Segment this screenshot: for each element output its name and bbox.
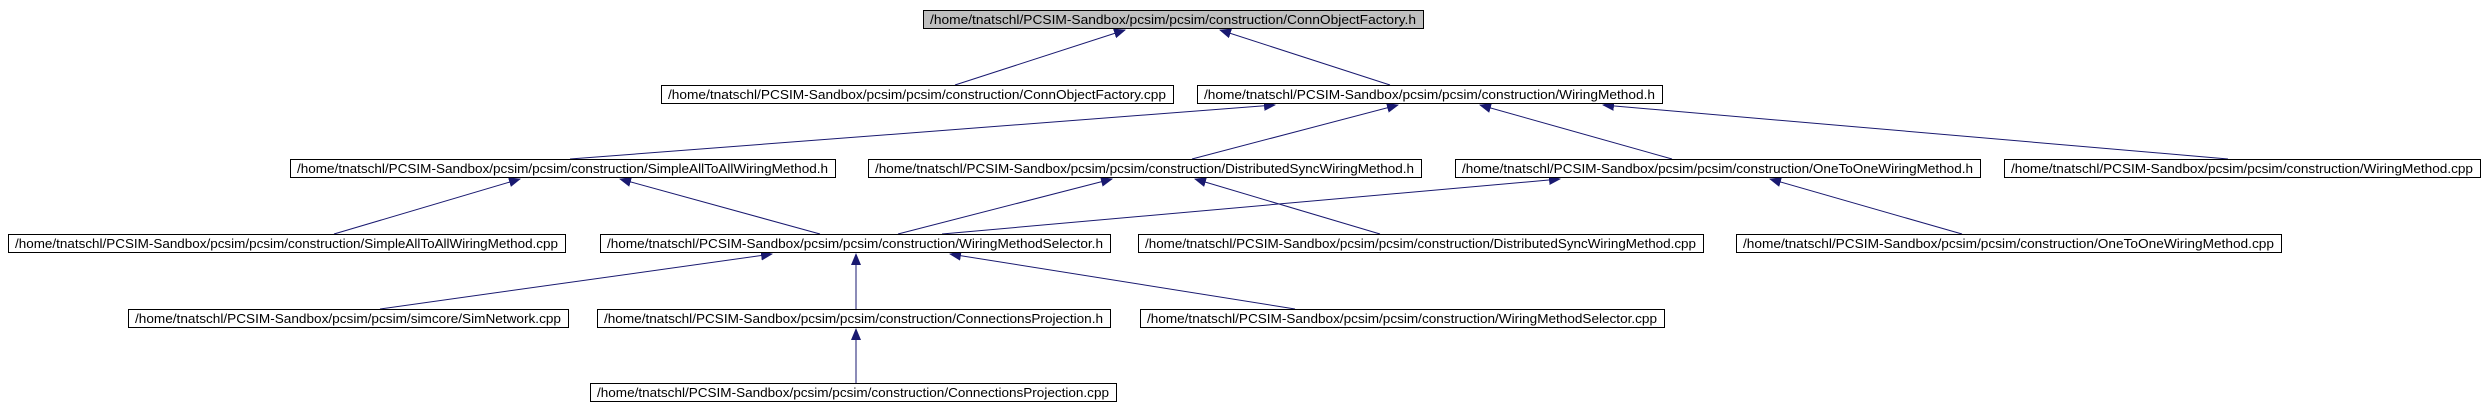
node-conn_object_factory_h: /home/tnatschl/PCSIM-Sandbox/pcsim/pcsim… [923,10,1424,29]
node-wiring_method_selector_h[interactable]: /home/tnatschl/PCSIM-Sandbox/pcsim/pcsim… [600,234,1111,253]
node-label: /home/tnatschl/PCSIM-Sandbox/pcsim/pcsim… [2011,161,2473,176]
node-box [1736,234,2282,253]
edge-wiring_method_selector_h-to-distributed_sync_h [897,176,1113,235]
edge-simple_all_to_all_cpp-to-simple_all_to_all_h [333,177,521,235]
edge-distributed_sync_h-to-wiring_method_h [1191,102,1399,160]
edge-one_to_one_h-to-wiring_method_h [1479,103,1673,160]
node-label: /home/tnatschl/PCSIM-Sandbox/pcsim/pcsim… [597,385,1109,400]
node-box [1138,234,1704,253]
node-label: /home/tnatschl/PCSIM-Sandbox/pcsim/pcsim… [1147,311,1657,326]
node-conn_object_factory_cpp[interactable]: /home/tnatschl/PCSIM-Sandbox/pcsim/pcsim… [661,85,1174,104]
node-box [661,85,1174,104]
edge-sim_network_cpp-to-wiring_method_selector_h [379,250,773,310]
node-label: /home/tnatschl/PCSIM-Sandbox/pcsim/pcsim… [1743,236,2274,251]
edge-wiring_method_selector_h-to-simple_all_to_all_h [619,177,821,235]
edge-simple_all_to_all_h-to-wiring_method_h [569,100,1276,160]
node-box [2004,159,2481,178]
node-box [600,234,1111,253]
node-box [1140,309,1665,328]
node-label: /home/tnatschl/PCSIM-Sandbox/pcsim/pcsim… [1145,236,1696,251]
edge-wiring_method_cpp-to-wiring_method_h [1602,100,2229,160]
node-box [290,159,836,178]
node-box [868,159,1422,178]
node-connections_projection_cpp[interactable]: /home/tnatschl/PCSIM-Sandbox/pcsim/pcsim… [590,383,1117,402]
node-distributed_sync_cpp[interactable]: /home/tnatschl/PCSIM-Sandbox/pcsim/pcsim… [1138,234,1704,253]
node-distributed_sync_h[interactable]: /home/tnatschl/PCSIM-Sandbox/pcsim/pcsim… [868,159,1422,178]
node-wiring_method_cpp[interactable]: /home/tnatschl/PCSIM-Sandbox/pcsim/pcsim… [2004,159,2481,178]
edges-layer [333,28,2229,383]
node-box [923,10,1424,29]
edge-one_to_one_cpp-to-one_to_one_h [1769,177,1963,235]
node-connections_projection_h[interactable]: /home/tnatschl/PCSIM-Sandbox/pcsim/pcsim… [597,309,1111,328]
node-sim_network_cpp[interactable]: /home/tnatschl/PCSIM-Sandbox/pcsim/pcsim… [128,309,569,328]
node-wiring_method_selector_cpp[interactable]: /home/tnatschl/PCSIM-Sandbox/pcsim/pcsim… [1140,309,1665,328]
node-box [590,383,1117,402]
node-label: /home/tnatschl/PCSIM-Sandbox/pcsim/pcsim… [668,87,1166,102]
edge-distributed_sync_cpp-to-distributed_sync_h [1194,177,1381,235]
node-wiring_method_h[interactable]: /home/tnatschl/PCSIM-Sandbox/pcsim/pcsim… [1197,85,1663,104]
node-box [597,309,1111,328]
node-box [8,234,566,253]
node-simple_all_to_all_cpp[interactable]: /home/tnatschl/PCSIM-Sandbox/pcsim/pcsim… [8,234,566,253]
node-label: /home/tnatschl/PCSIM-Sandbox/pcsim/pcsim… [135,311,561,326]
edge-wiring_method_h-to-conn_object_factory_h [1219,28,1391,86]
node-box [128,309,569,328]
node-label: /home/tnatschl/PCSIM-Sandbox/pcsim/pcsim… [875,161,1414,176]
node-one_to_one_cpp[interactable]: /home/tnatschl/PCSIM-Sandbox/pcsim/pcsim… [1736,234,2282,253]
node-box [1197,85,1663,104]
node-label: /home/tnatschl/PCSIM-Sandbox/pcsim/pcsim… [15,236,558,251]
node-simple_all_to_all_h[interactable]: /home/tnatschl/PCSIM-Sandbox/pcsim/pcsim… [290,159,836,178]
node-box [1455,159,1981,178]
node-label: /home/tnatschl/PCSIM-Sandbox/pcsim/pcsim… [1204,87,1655,102]
node-label: /home/tnatschl/PCSIM-Sandbox/pcsim/pcsim… [607,236,1103,251]
edge-conn_object_factory_cpp-to-conn_object_factory_h [954,28,1126,86]
node-label: /home/tnatschl/PCSIM-Sandbox/pcsim/pcsim… [1462,161,1973,176]
node-label: /home/tnatschl/PCSIM-Sandbox/pcsim/pcsim… [604,311,1103,326]
edge-wiring_method_selector_cpp-to-wiring_method_selector_h [949,250,1296,310]
edge-wiring_method_selector_h-to-one_to_one_h [941,174,1561,235]
node-one_to_one_h[interactable]: /home/tnatschl/PCSIM-Sandbox/pcsim/pcsim… [1455,159,1981,178]
nodes-layer: /home/tnatschl/PCSIM-Sandbox/pcsim/pcsim… [8,10,2481,402]
node-label: /home/tnatschl/PCSIM-Sandbox/pcsim/pcsim… [297,161,828,176]
node-label: /home/tnatschl/PCSIM-Sandbox/pcsim/pcsim… [930,12,1416,27]
